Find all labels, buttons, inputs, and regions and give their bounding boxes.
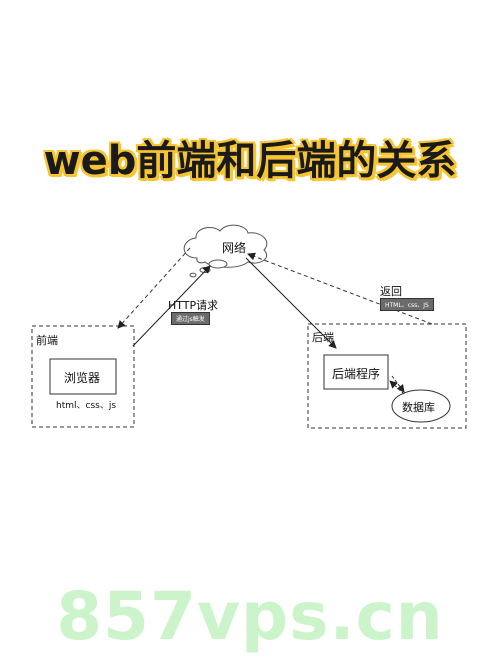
page-title: web前端和后端的关系 <box>43 138 457 184</box>
backend-box <box>307 323 467 429</box>
backend-program-box <box>323 354 389 390</box>
program-db-dashed-arrow <box>391 375 405 393</box>
return-content-tag: HTML、css、JS <box>380 298 434 311</box>
browser-label: 浏览器 <box>64 371 101 385</box>
frontend-box <box>31 325 135 428</box>
db-program-dashed-arrow <box>389 380 405 395</box>
backend-label: 后端 <box>312 331 334 344</box>
frontend-label: 前端 <box>36 334 58 347</box>
http-trigger-tag: 通过js触发 <box>171 312 210 325</box>
network-label: 网络 <box>222 241 247 255</box>
backend-program-label: 后端程序 <box>332 367 381 381</box>
network-backend-arrow <box>245 257 337 349</box>
browser-box <box>49 358 117 395</box>
database-label: 数据库 <box>402 401 435 414</box>
watermark: 857vps.cn <box>56 578 444 655</box>
http-request-arrow <box>132 265 211 347</box>
frontend-network-dashed-arrow <box>117 247 191 329</box>
return-label: 返回 <box>380 285 402 298</box>
frontend-tech-label: html、css、js <box>56 401 117 411</box>
database-ellipse <box>391 389 451 423</box>
return-dashed-arrow <box>247 252 433 325</box>
http-request-label: HTTP请求 <box>168 299 219 312</box>
